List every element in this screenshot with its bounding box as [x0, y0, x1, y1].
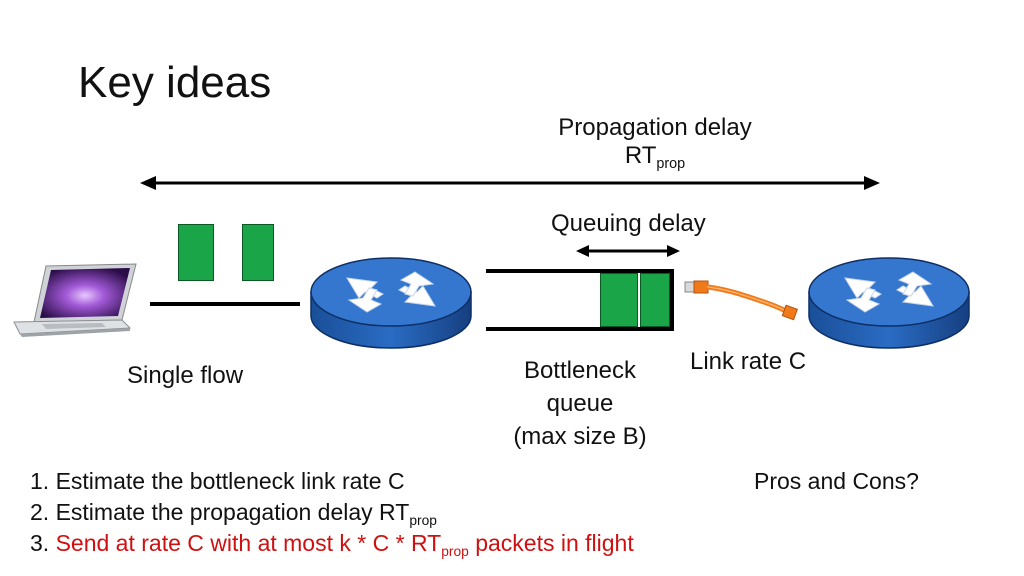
packet [178, 224, 214, 281]
ethernet-cable-icon [684, 280, 798, 321]
queue-end-wall [670, 269, 674, 331]
step-item: 2. Estimate the propagation delay RTprop [30, 499, 437, 528]
propagation-delay-arrow [140, 176, 880, 190]
queuing-delay-label: Queuing delay [551, 210, 706, 237]
router-icon [310, 257, 472, 349]
queue-top-line [486, 269, 674, 273]
queue-bottom-line [486, 327, 674, 331]
queuing-delay-arrow [576, 245, 680, 257]
link-rate-label: Link rate C [690, 348, 807, 375]
router-icon [808, 257, 970, 349]
pros-cons-label: Pros and Cons? [754, 468, 919, 494]
queued-packet [600, 273, 638, 327]
propagation-delay-label: Propagation delay RTprop [520, 114, 790, 173]
step-item: 3. Send at rate C with at most k * C * R… [30, 530, 634, 559]
slide-title: Key ideas [78, 58, 272, 107]
step-item: 1. Estimate the bottleneck link rate C [30, 468, 405, 494]
bottleneck-queue-label: Bottleneck queue (max size B) [513, 357, 647, 450]
steps-list: 1. Estimate the bottleneck link rate C 2… [30, 466, 634, 559]
single-flow-label: Single flow [127, 362, 244, 389]
packet [242, 224, 274, 281]
laptop-icon [13, 263, 137, 337]
queued-packet [640, 273, 670, 327]
flow-link-line [150, 302, 300, 306]
rt-prop-label: RTprop [624, 142, 686, 173]
